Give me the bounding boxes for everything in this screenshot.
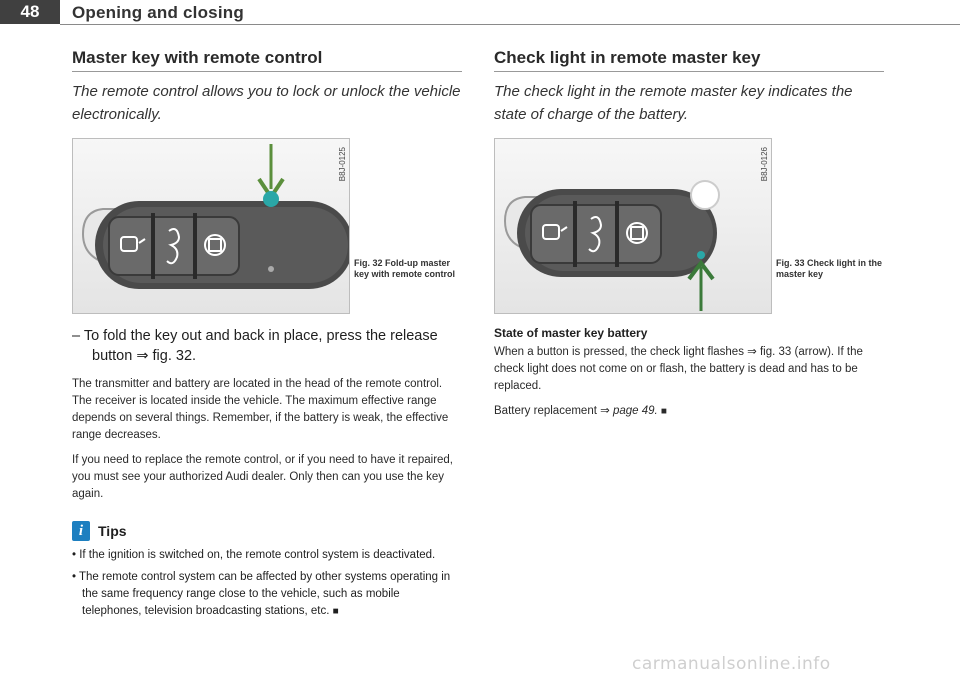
- lock-button-icon: [626, 222, 648, 244]
- fig-32-code: B8J-0125: [338, 147, 347, 182]
- fig-32-image: B8J-0125: [72, 138, 350, 314]
- key-illustration: [503, 180, 720, 311]
- master-key-intro: The remote control allows you to lock or…: [72, 83, 461, 123]
- figure-33: B8J-0126 Fig. 33 Check light in the mast…: [494, 138, 884, 314]
- watermark: carmanualsonline.info: [632, 654, 831, 674]
- fig-33-image: B8J-0126: [494, 138, 772, 314]
- paragraph-replace: If you need to replace the remote contro…: [72, 454, 454, 500]
- page-header: 48 Opening and closing: [0, 0, 960, 30]
- lock-button-icon: [204, 234, 226, 256]
- figure-32: B8J-0125 Fig. 32 Fold-up master key with…: [72, 138, 462, 314]
- tip-item: • If the ignition is switched on, the re…: [72, 549, 436, 561]
- release-button-marker: [263, 191, 279, 207]
- tip-item: • The remote control system can be affec…: [72, 571, 451, 617]
- page-49-link[interactable]: page 49.: [612, 405, 658, 417]
- fig-33-code: B8J-0126: [760, 147, 769, 182]
- section-title: Opening and closing: [72, 3, 244, 22]
- tips-label: Tips: [98, 523, 127, 539]
- info-icon: i: [72, 521, 90, 541]
- unlock-button-icon: [166, 228, 181, 265]
- key-illustration: [81, 144, 349, 289]
- page-number: 48: [0, 0, 60, 24]
- battery-replacement-ref: Battery replacement ⇒ page 49. ■: [494, 405, 667, 417]
- unlock-button-icon: [588, 216, 603, 253]
- fig-32-caption: Fig. 32 Fold-up master key with remote c…: [354, 258, 456, 279]
- battery-state-subheading: State of master key battery: [494, 326, 648, 340]
- master-key-heading: Master key with remote control: [72, 48, 323, 67]
- header-rule: [60, 24, 960, 25]
- trunk-button-icon: [120, 236, 146, 252]
- paragraph-check-light: When a button is pressed, the check ligh…: [494, 346, 863, 392]
- fig-33-caption: Fig. 33 Check light in the master key: [776, 258, 883, 279]
- tips-header: i Tips: [72, 521, 462, 541]
- left-column: Master key with remote control The remot…: [72, 48, 462, 625]
- heading-rule: [494, 71, 884, 72]
- check-light-heading: Check light in remote master key: [494, 48, 761, 67]
- arrow-head-icon: [687, 259, 715, 281]
- right-column: Check light in remote master key The che…: [494, 48, 884, 428]
- check-light-intro: The check light in the remote master key…: [494, 83, 853, 123]
- check-light: [697, 251, 705, 259]
- key-release-button: [690, 180, 720, 210]
- trunk-button-icon: [542, 224, 568, 240]
- check-light: [268, 266, 274, 272]
- fold-instruction: – To fold the key out and back in place,…: [72, 328, 438, 364]
- paragraph-transmitter: The transmitter and battery are located …: [72, 378, 449, 441]
- heading-rule: [72, 71, 462, 72]
